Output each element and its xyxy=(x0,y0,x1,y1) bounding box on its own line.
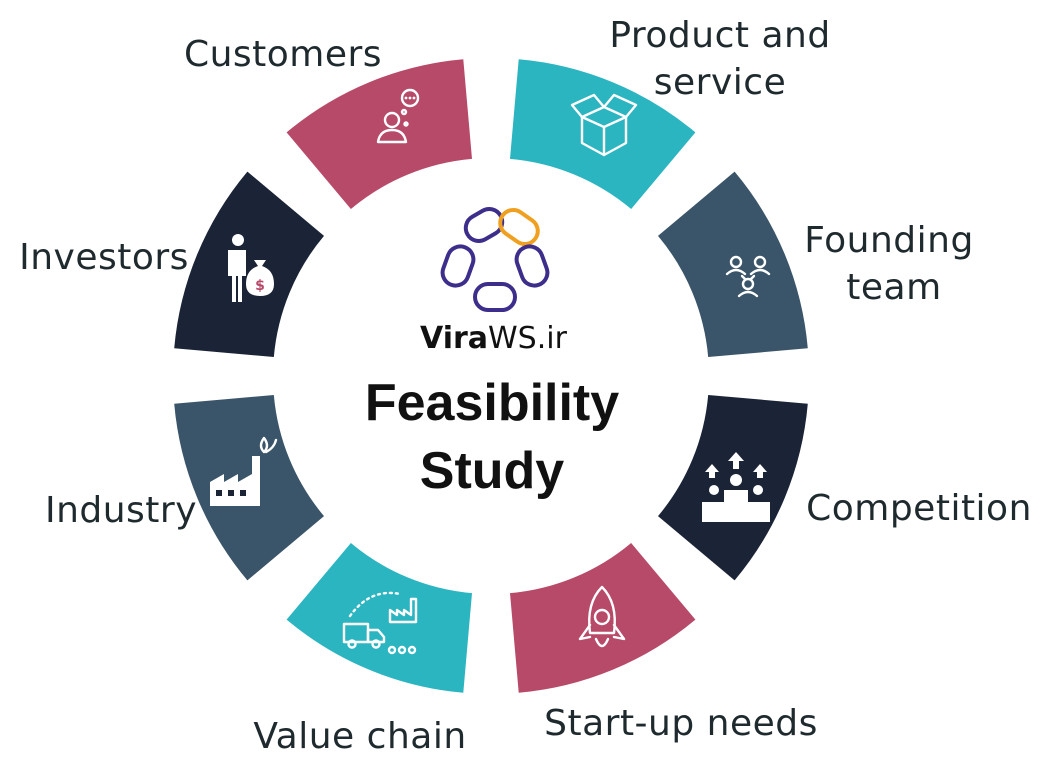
supply-chain-icon xyxy=(342,591,418,655)
factory-icon xyxy=(210,436,278,506)
rocket-icon xyxy=(578,585,626,648)
segment-competition xyxy=(509,542,696,693)
label-industry: Industry xyxy=(45,490,197,531)
segment-start-up-needs xyxy=(286,542,473,693)
label-product-and-service-line-1: Product and xyxy=(609,15,830,56)
label-customers: Customers xyxy=(184,34,382,75)
label-competition: Competition xyxy=(806,488,1032,529)
title-line-2: Study xyxy=(420,442,565,500)
open-box-icon xyxy=(570,93,638,157)
label-founding-team-line-1: Founding xyxy=(804,220,974,261)
segment-customers xyxy=(509,59,696,210)
logo-text-bold: Vira xyxy=(420,321,488,356)
segment-industry xyxy=(174,171,325,358)
label-value-chain: Value chain xyxy=(253,716,466,757)
segment-investors xyxy=(286,59,473,210)
customer-thought-icon xyxy=(376,88,420,144)
team-icon xyxy=(725,255,771,298)
logo-text: ViraWS.ir xyxy=(420,321,568,356)
label-product-and-service-line-2: service xyxy=(654,62,786,103)
title-line-1: Feasibility xyxy=(365,374,619,432)
segment-product-and-service xyxy=(657,171,808,358)
investor-money-bag-icon: $ xyxy=(228,234,274,302)
logo-rings-icon xyxy=(440,207,550,312)
segment-founding-team xyxy=(657,394,808,581)
label-founding-team-line-2: team xyxy=(846,267,941,308)
virews-logo: ViraWS.ir xyxy=(420,207,568,356)
label-start-up-needs: Start-up needs xyxy=(544,703,818,744)
podium-icon xyxy=(702,452,770,522)
svg-text:$: $ xyxy=(255,278,265,294)
label-investors: Investors xyxy=(19,237,189,278)
logo-text-regular: WS.ir xyxy=(488,321,568,356)
